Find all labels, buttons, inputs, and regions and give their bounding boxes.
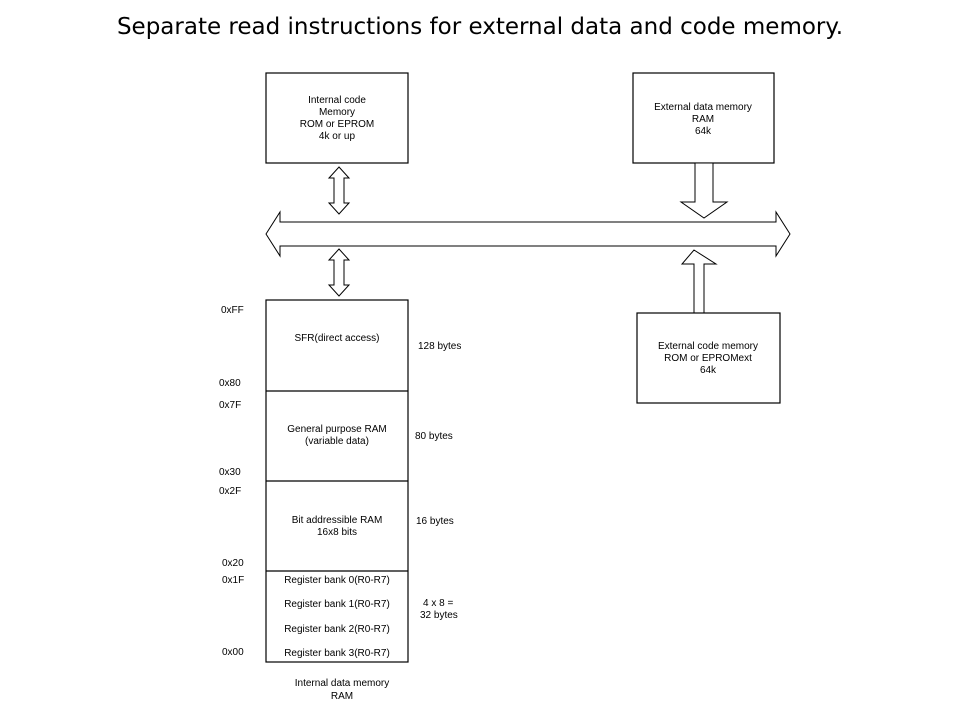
external-data-memory-line: 64k	[695, 126, 712, 137]
register-bank-label: Register bank 0(R0-R7)	[284, 575, 390, 586]
internal-code-memory-line: Memory	[319, 107, 355, 118]
internal-code-memory-box	[265, 72, 409, 164]
address-label: 0x80	[219, 378, 241, 389]
address-label: 0x2F	[219, 486, 241, 497]
system-bus-arrow	[265, 210, 791, 258]
general-ram-label: General purpose RAM	[287, 424, 387, 435]
sfr-size: 128 bytes	[418, 341, 461, 352]
bit-ram-label: 16x8 bits	[317, 527, 357, 538]
internal-code-memory-line: ROM or EPROM	[300, 119, 374, 130]
data-memory-bus-arrow	[679, 162, 729, 219]
external-data-memory-line: External data memory	[654, 102, 752, 113]
external-data-memory-line: RAM	[692, 114, 714, 125]
data-memory-bus-double-arrow	[327, 248, 351, 297]
address-label: 0x20	[222, 558, 244, 569]
address-label: 0x00	[222, 647, 244, 658]
address-label: 0x30	[219, 467, 241, 478]
code-memory-up-arrow	[680, 249, 718, 314]
internal-code-memory-line: Internal code	[308, 95, 366, 106]
slide-title: Separate read instructions for external …	[116, 14, 844, 40]
register-size: 32 bytes	[420, 610, 458, 621]
register-bank-label: Register bank 3(R0-R7)	[284, 648, 390, 659]
bit-ram-size: 16 bytes	[416, 516, 454, 527]
internal-data-memory-caption: RAM	[331, 691, 353, 702]
external-data-memory-box	[632, 72, 775, 164]
external-code-memory-line: 64k	[700, 365, 717, 376]
external-code-memory-box	[636, 312, 781, 404]
address-label: 0xFF	[221, 305, 244, 316]
bit-ram-label: Bit addressible RAM	[292, 515, 383, 526]
external-code-memory-line: External code memory	[658, 341, 758, 352]
register-bank-label: Register bank 1(R0-R7)	[284, 599, 390, 610]
internal-data-memory-caption: Internal data memory	[295, 678, 390, 689]
address-label: 0x1F	[222, 575, 244, 586]
internal-code-memory-line: 4k or up	[319, 131, 356, 142]
general-ram-label: (variable data)	[305, 436, 369, 447]
general-ram-size: 80 bytes	[415, 431, 453, 442]
register-size: 4 x 8 =	[423, 598, 453, 609]
register-bank-label: Register bank 2(R0-R7)	[284, 624, 390, 635]
sfr-label: SFR(direct access)	[294, 333, 379, 344]
code-memory-bus-arrow	[327, 166, 351, 215]
external-code-memory-line: ROM or EPROMext	[664, 353, 752, 364]
address-label: 0x7F	[219, 400, 241, 411]
